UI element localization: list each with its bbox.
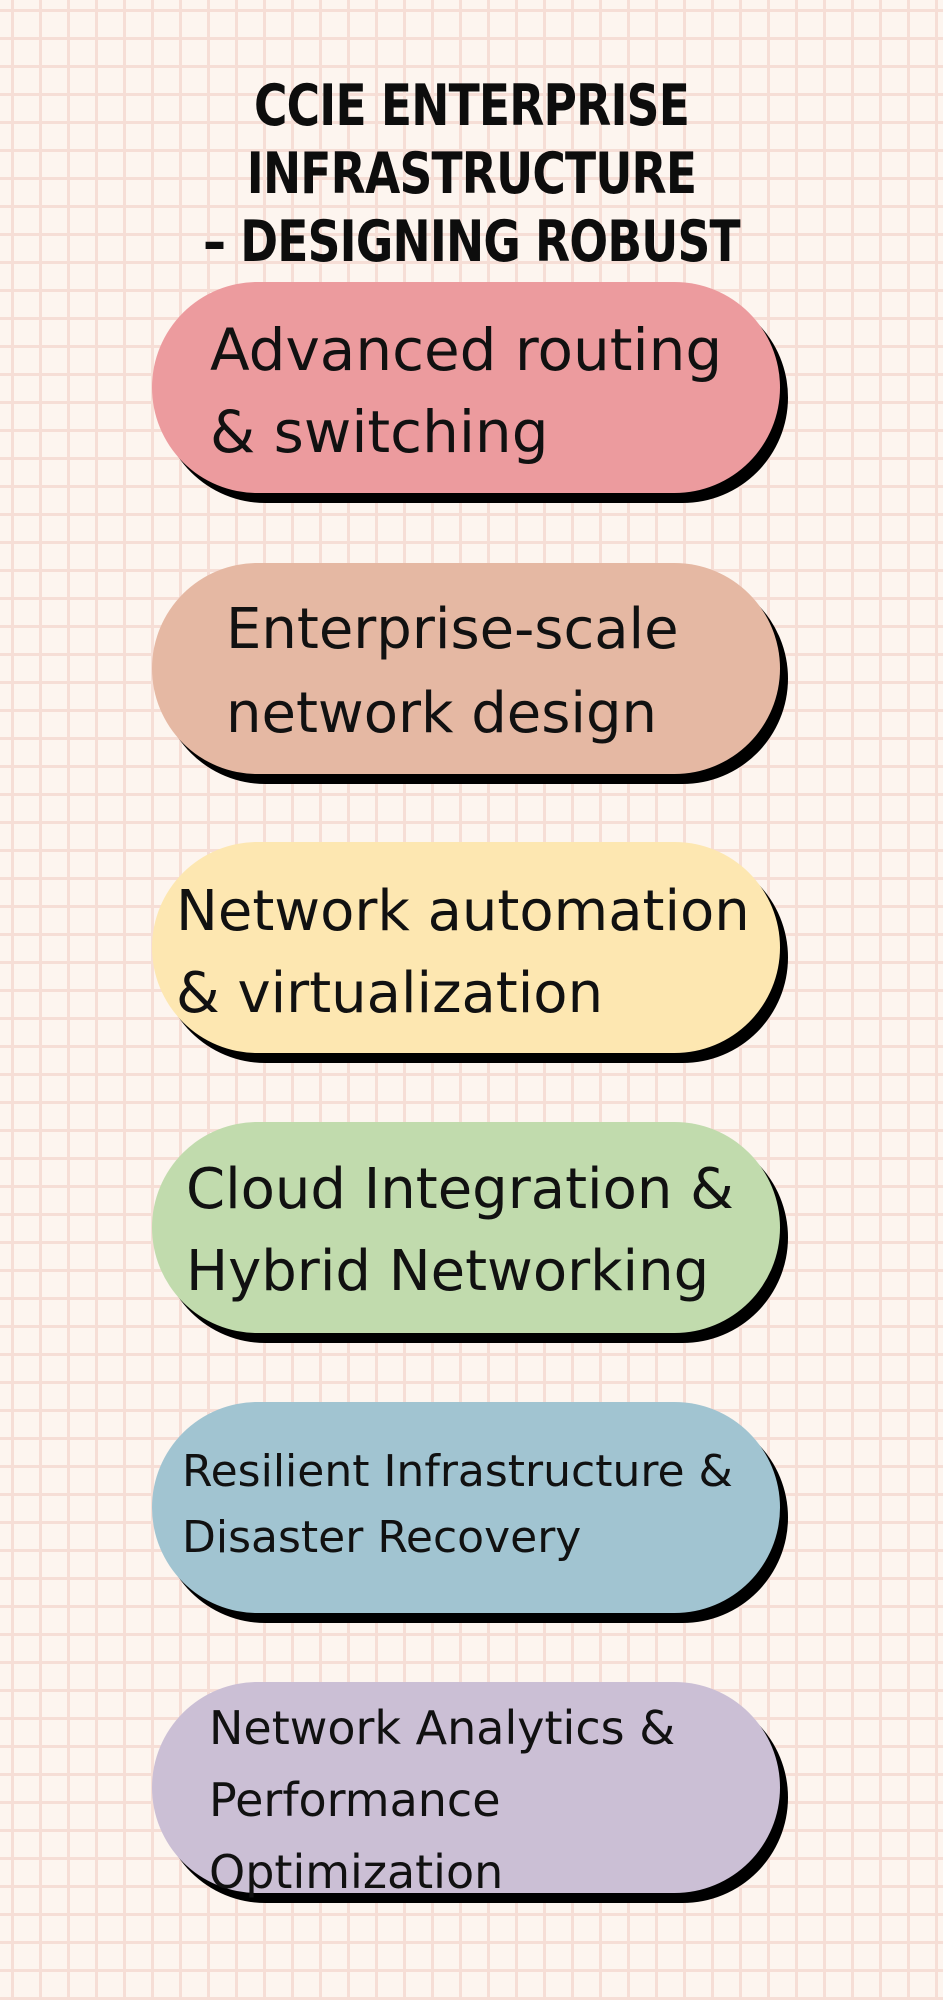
title-line-1: CCIE ENTERPRISE INFRASTRUCTURE <box>246 73 697 207</box>
topic-pill-network-design: Enterprise-scale network design <box>152 563 780 774</box>
topic-pill-label: Network automation & virtualization <box>176 878 750 1026</box>
topic-pill-label: Network Analytics & Performance Optimiza… <box>209 1700 676 1899</box>
topic-pill-label: Advanced routing & switching <box>210 315 723 466</box>
topic-pill-label: Enterprise-scale network design <box>226 596 679 746</box>
topic-pill-automation: Network automation & virtualization <box>152 842 780 1053</box>
topic-pill-resilient-infrastructure: Resilient Infrastructure & Disaster Reco… <box>152 1402 780 1613</box>
topic-pill-network-analytics: Network Analytics & Performance Optimiza… <box>152 1682 780 1899</box>
topic-pill-cloud-integration: Cloud Integration & Hybrid Networking <box>152 1122 780 1333</box>
topic-pill-advanced-routing: Advanced routing & switching <box>152 282 780 493</box>
topic-pill-label: Cloud Integration & Hybrid Networking <box>186 1156 734 1304</box>
topic-pill-label: Resilient Infrastructure & Disaster Reco… <box>182 1445 733 1563</box>
